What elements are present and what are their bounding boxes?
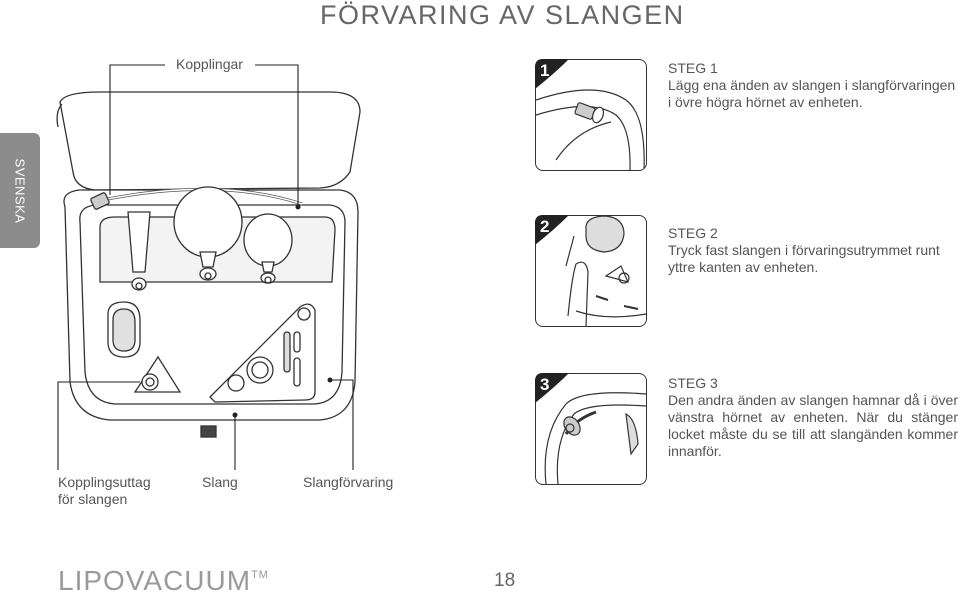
step-3-text: STEG 3 Den andra änden av slangen hamnar… [668, 375, 958, 460]
step-2-image [535, 215, 647, 327]
page-title: FÖRVARING AV SLANGEN [320, 0, 685, 30]
callout-kopplingsuttag-line2: för slangen [58, 491, 128, 507]
step-1-number: 1 [540, 61, 550, 80]
step-1-image [535, 59, 647, 171]
step-1-heading: STEG 1 [668, 60, 718, 76]
step-2-body: Tryck fast slangen i förvaringsutrymmet … [668, 242, 940, 275]
step-3-number: 3 [540, 375, 550, 394]
brand-trademark: TM [251, 569, 269, 581]
step-3-image [535, 373, 647, 485]
callout-kopplingsuttag: Kopplingsuttag för slangen [58, 474, 151, 508]
step-1-body: Lägg ena änden av slangen i slangförvari… [668, 77, 956, 110]
brand-logo: LIPOVACUUMTM [58, 565, 269, 597]
step-2-heading: STEG 2 [668, 225, 718, 241]
step-1-text: STEG 1 Lägg ena änden av slangen i slang… [668, 60, 958, 111]
device-illustration [56, 91, 361, 438]
callout-kopplingsuttag-line1: Kopplingsuttag [58, 474, 151, 490]
page-number: 18 [494, 570, 516, 591]
step-2-number: 2 [540, 217, 550, 236]
step-3-body: Den andra änden av slangen hamnar då i ö… [668, 392, 958, 459]
callout-slang: Slang [202, 474, 238, 490]
callout-kopplingar: Kopplingar [176, 56, 243, 72]
brand-name: LIPOVACUUM [58, 565, 252, 596]
step-3-heading: STEG 3 [668, 375, 718, 391]
step-1-illustration [536, 89, 645, 170]
callout-slangforvaring: Slangförvaring [303, 474, 394, 490]
language-tab: SVENSKA [0, 133, 40, 248]
step-2-illustration [565, 216, 646, 326]
step-2-text: STEG 2 Tryck fast slangen i förvaringsut… [668, 225, 958, 276]
step-3-illustration [544, 392, 646, 484]
